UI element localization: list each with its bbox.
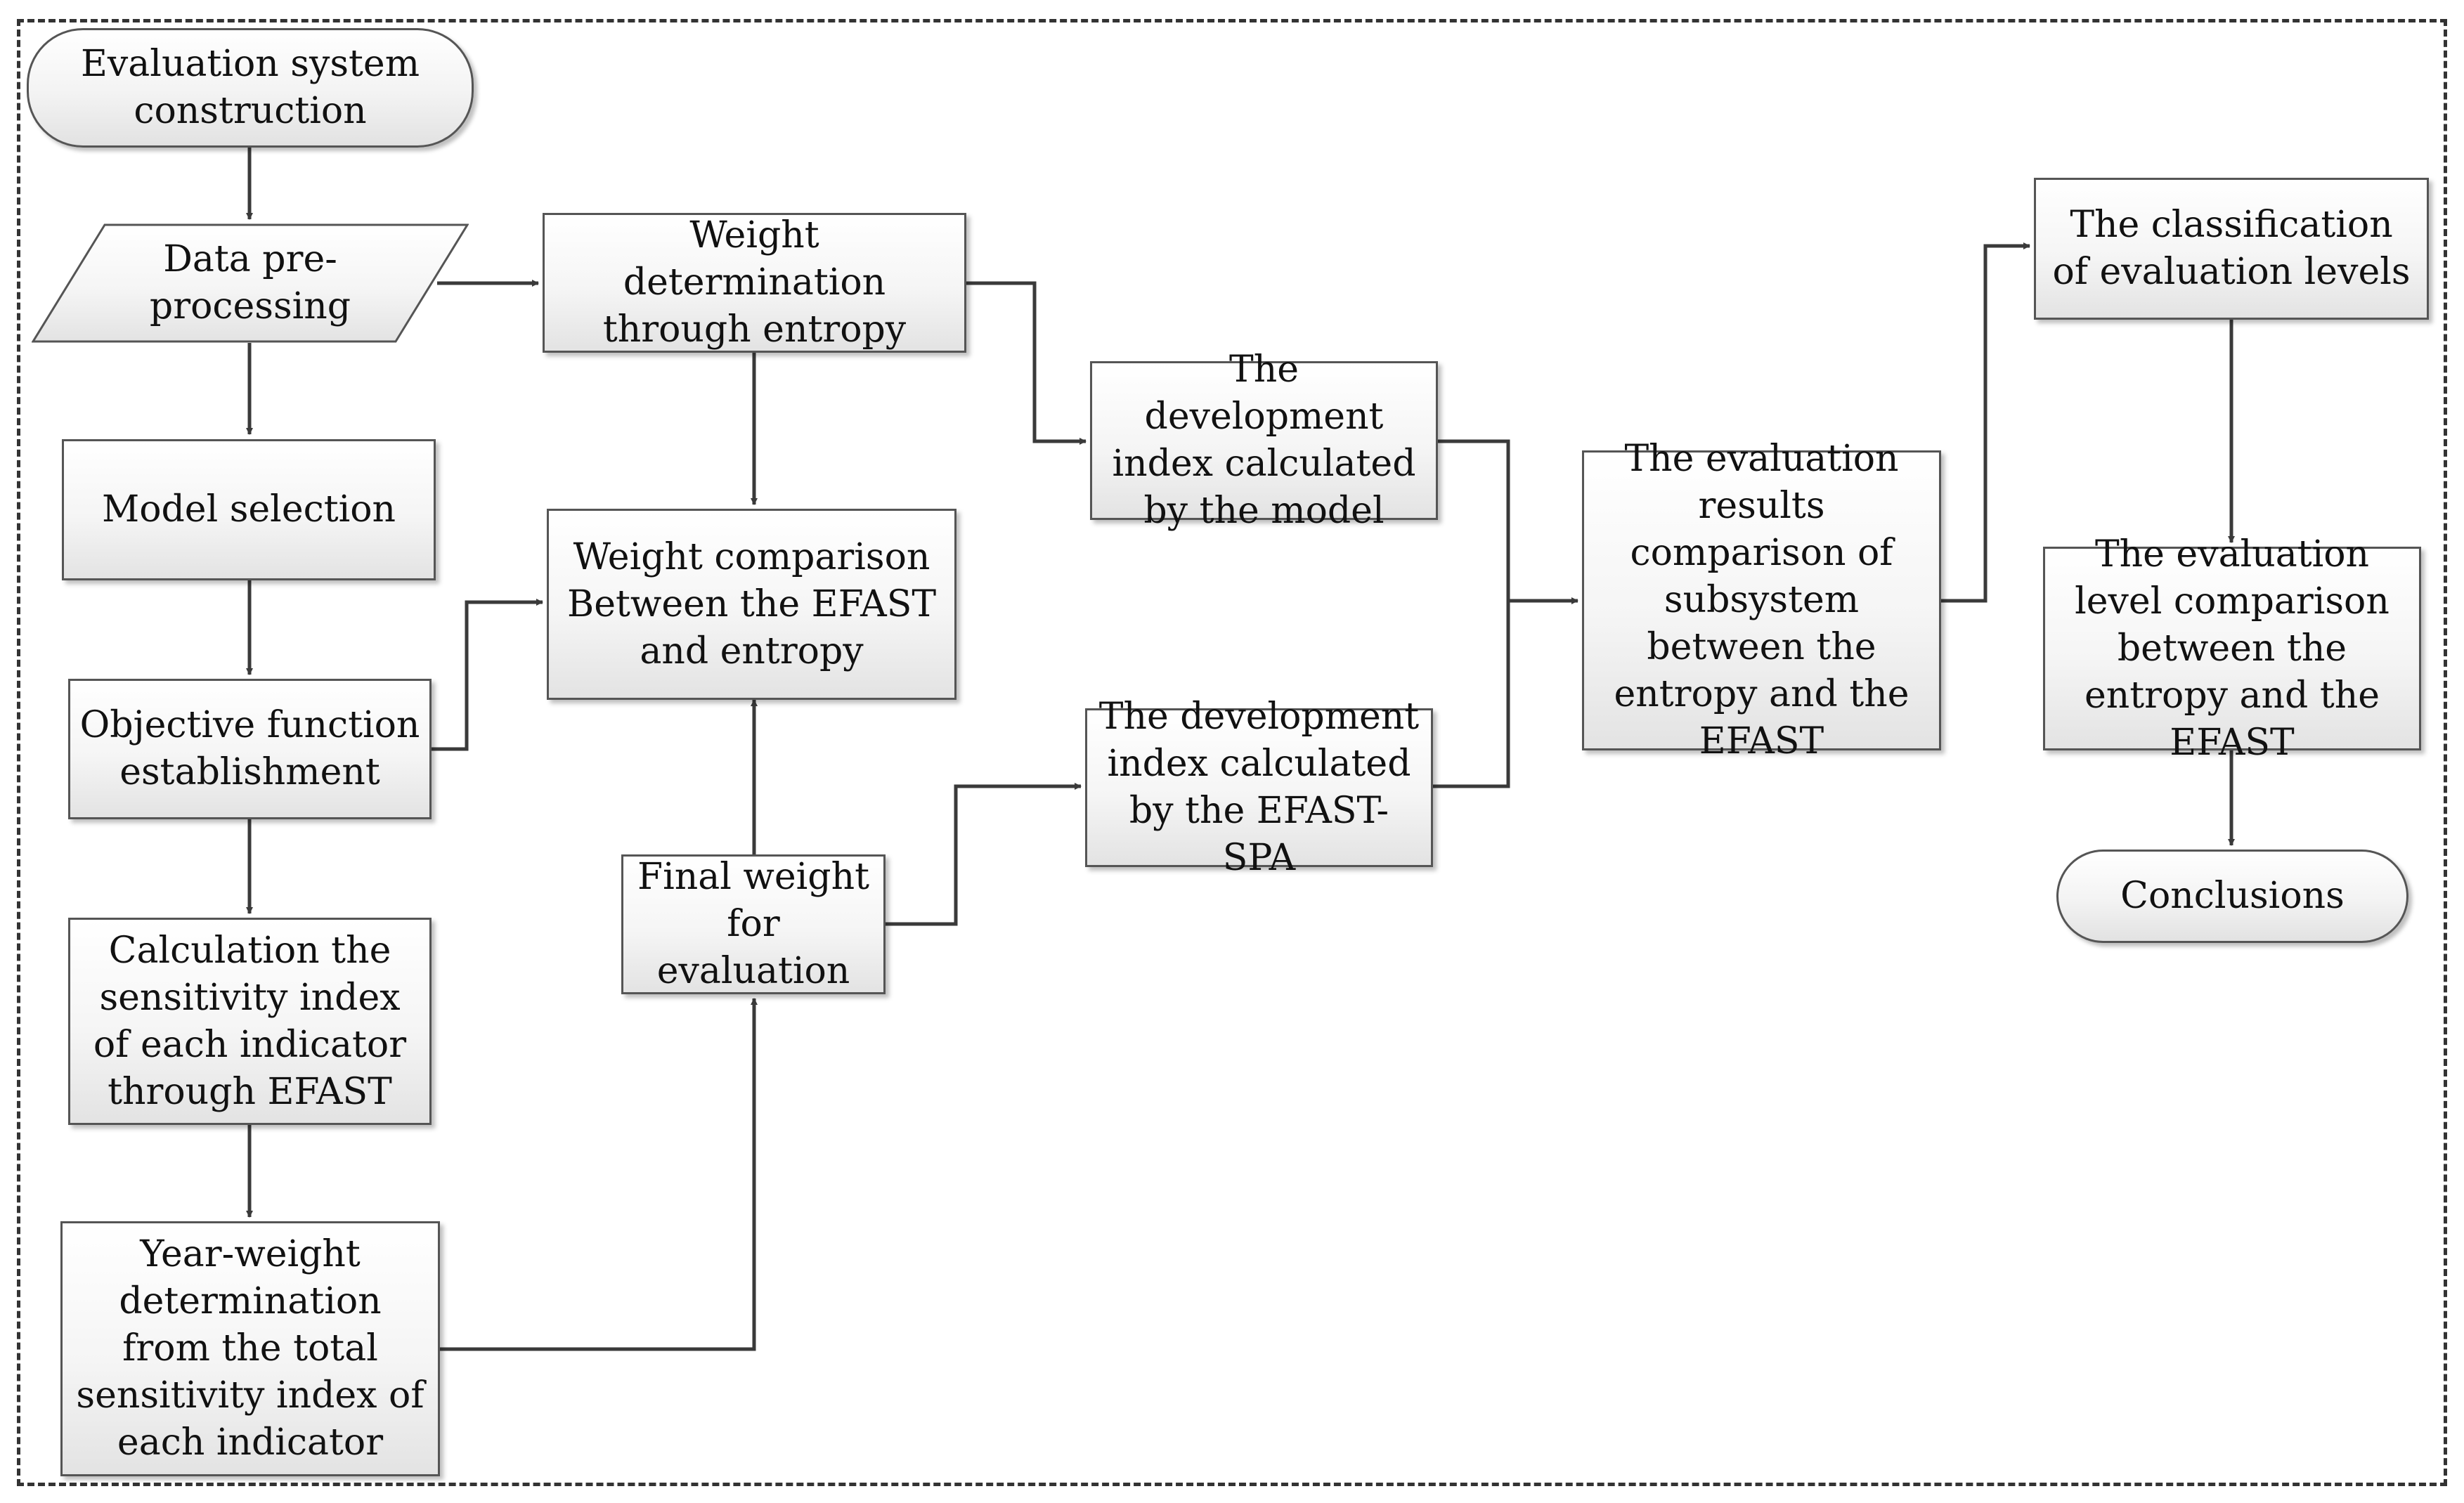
node-evaluation-level-comparison: The evaluation level comparison between … [2043,533,2421,764]
parallelogram-shape [32,223,469,343]
node-weight-comparison: Weight comparison Between the EFAST and … [547,509,957,700]
arrow-final-weight-to-development-index-efast [886,783,1082,926]
node-conclusions: Conclusions [2056,850,2408,943]
arrow-results-comparison-to-classification [1941,242,2030,603]
node-development-index-model: The development index calculated by the … [1090,349,1438,532]
arrow-objective-to-weight-comparison [432,599,543,751]
node-data-preprocessing: Data pre-processing [32,223,469,343]
node-model-selection: Model selection [62,439,436,580]
node-classification-evaluation-levels: The classification of evaluation levels [2034,178,2429,320]
node-final-weight: Final weight for evaluation [621,854,886,994]
connector-development-index-efast [1433,601,1510,788]
diagram-frame [17,19,2447,1486]
arrow-year-weight-to-final-weight [440,998,758,1351]
node-calculation-sensitivity-index: Calculation the sensitivity index of eac… [68,918,432,1125]
node-evaluation-results-comparison: The evaluation results comparison of sub… [1582,438,1941,762]
arrow-entropy-to-development-index-model [966,281,1087,445]
node-weight-determination-entropy: Weight determination through entropy [543,213,966,353]
node-objective-function-establishment: Objective function establishment [68,679,432,819]
data-preprocessing-label: Data pre-processing [149,238,351,327]
node-year-weight-determination: Year-weight determination from the total… [60,1221,440,1476]
node-evaluation-system-construction: Evaluation system construction [27,28,474,148]
node-development-index-efast-spa: The development index calculated by the … [1085,696,1433,879]
connector-development-index-model [1438,439,1510,601]
